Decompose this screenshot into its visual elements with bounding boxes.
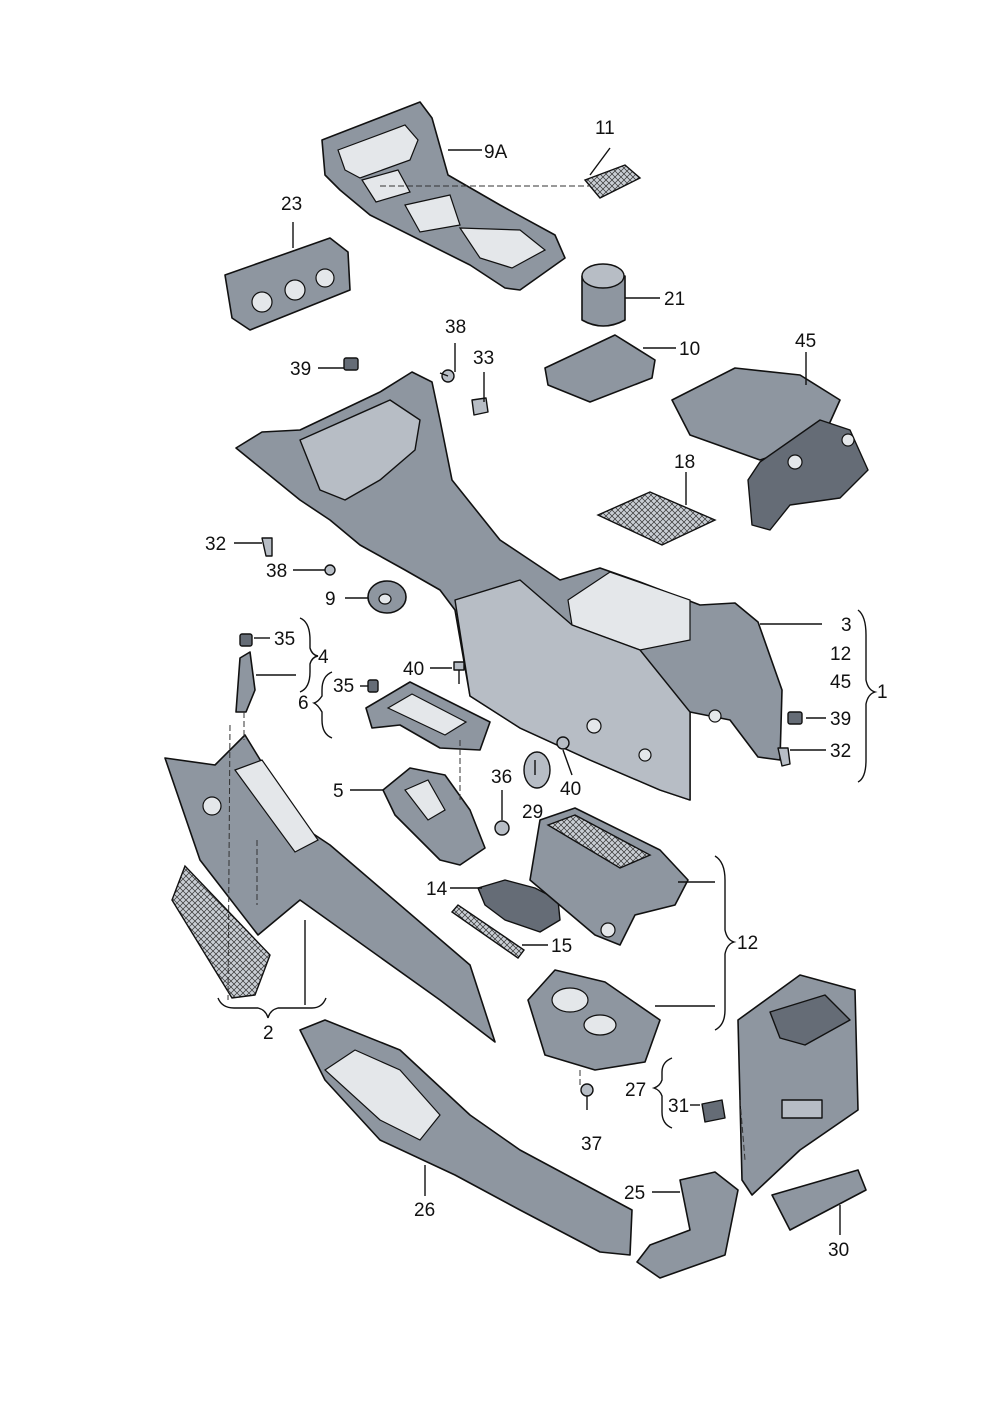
label-5: 5 — [333, 781, 344, 802]
shift-housing-5 — [382, 767, 486, 866]
group-brackets — [217, 609, 878, 1129]
label-38-left: 38 — [266, 561, 287, 582]
clip-32-left — [261, 537, 273, 557]
label-4: 4 — [318, 647, 329, 668]
label-25: 25 — [624, 1183, 645, 1204]
label-33: 33 — [473, 348, 494, 369]
label-35-b: 35 — [333, 676, 354, 697]
part-labels: 11 9A 23 21 38 39 33 10 45 18 32 38 9 35… — [205, 118, 888, 1261]
screw-40-b — [556, 736, 570, 750]
label-27: 27 — [625, 1080, 646, 1101]
label-3: 3 — [841, 615, 852, 636]
label-12-a: 12 — [830, 644, 851, 665]
duct-25 — [636, 1171, 739, 1279]
air-duct-26 — [299, 1019, 633, 1256]
label-45-b: 45 — [830, 672, 851, 693]
label-9a: 9A — [484, 142, 508, 163]
label-12-b: 12 — [737, 933, 758, 954]
screw-38-left — [324, 564, 336, 576]
clip-32-right — [777, 747, 791, 767]
label-23: 23 — [281, 194, 302, 215]
label-38-top: 38 — [445, 317, 466, 338]
trim-panel-9a — [321, 101, 566, 291]
clip-39-top — [343, 357, 359, 371]
leader-lines — [227, 147, 841, 1235]
label-30: 30 — [828, 1240, 849, 1261]
clip-31 — [701, 1099, 726, 1123]
cap-9 — [367, 580, 407, 614]
screw-37 — [580, 1083, 594, 1110]
label-39-b: 39 — [830, 709, 851, 730]
clip-39-right — [787, 711, 803, 725]
rear-vent-27 — [737, 974, 859, 1196]
label-2: 2 — [263, 1023, 274, 1044]
label-10: 10 — [679, 339, 700, 360]
label-35-a: 35 — [274, 629, 295, 650]
mat-14 — [477, 879, 561, 933]
tray-cover-10 — [544, 334, 656, 403]
label-37: 37 — [581, 1134, 602, 1155]
rear-bin-30 — [771, 1169, 867, 1231]
label-32-b: 32 — [830, 741, 851, 762]
clip-35-a — [239, 633, 253, 647]
label-15: 15 — [551, 936, 572, 957]
label-11: 11 — [595, 118, 615, 139]
label-32-left: 32 — [205, 534, 226, 555]
screw-38-top — [439, 369, 455, 383]
screw-40-a — [453, 661, 465, 684]
plug-29 — [523, 751, 551, 789]
clip-35-b — [367, 679, 379, 693]
cup-insert-21 — [581, 263, 626, 327]
label-40-a: 40 — [403, 659, 424, 680]
label-31: 31 — [668, 1096, 689, 1117]
label-6: 6 — [298, 693, 309, 714]
label-9: 9 — [325, 589, 336, 610]
cup-box-12 — [527, 969, 661, 1071]
label-39-top: 39 — [290, 359, 311, 380]
label-36: 36 — [491, 767, 512, 788]
mat-18 — [596, 491, 717, 546]
label-14: 14 — [426, 879, 448, 900]
label-21: 21 — [664, 289, 685, 310]
front-panel-2 — [164, 734, 496, 1043]
bracket-4 — [235, 651, 256, 713]
label-45-top: 45 — [795, 331, 816, 352]
vent-trim-23 — [224, 237, 351, 331]
label-40-b: 40 — [560, 779, 581, 800]
label-18: 18 — [674, 452, 695, 473]
label-1: 1 — [877, 682, 888, 703]
mat-11 — [583, 164, 642, 199]
strip-15 — [450, 904, 525, 959]
clip-33 — [471, 397, 489, 416]
label-29: 29 — [522, 802, 543, 823]
label-26: 26 — [414, 1200, 435, 1221]
main-console-1 — [235, 371, 783, 801]
cup-tray-12 — [529, 807, 689, 946]
nut-36 — [494, 820, 510, 836]
armrest-45 — [671, 367, 869, 531]
